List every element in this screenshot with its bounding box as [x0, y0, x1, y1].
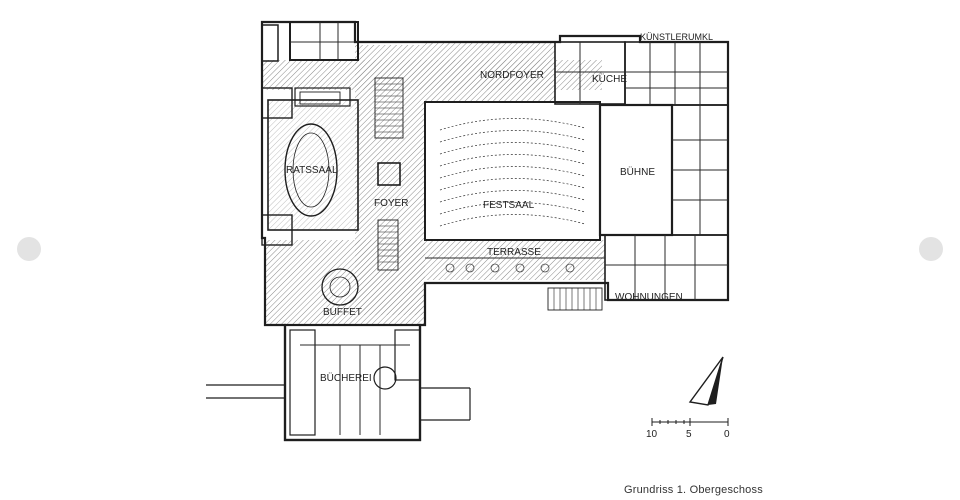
floor-plan: KÜNSTLERUMKL NORDFOYER KÜCHE RATSSAAL FO… [206, 20, 730, 442]
image-caption: Grundriss 1. Obergeschoss [624, 484, 763, 496]
library-spiral-stair [373, 366, 397, 390]
buffet-counter [321, 268, 359, 306]
room-label-foyer: FOYER [374, 198, 408, 209]
room-label-ratssaal: RATSSAAL [286, 165, 338, 176]
terrace-tables [445, 263, 575, 273]
next-image-button[interactable] [919, 237, 943, 261]
scale-tick-10: 10 [646, 429, 658, 440]
room-label-terrasse: TERRASSE [487, 247, 541, 258]
room-label-wohnungen: WOHNUNGEN [615, 292, 683, 303]
north-arrow-icon [688, 356, 724, 406]
room-label-festsaal: FESTSAAL [483, 200, 535, 211]
ratssaal-table [284, 123, 338, 217]
room-label-kueche: KÜCHE [592, 73, 627, 85]
stair-treads [375, 83, 597, 310]
entrance-bridges [206, 384, 471, 421]
scale-tick-0: 0 [724, 429, 730, 440]
scale-tick-5: 5 [686, 429, 692, 440]
room-label-buffet: BUFFET [323, 307, 362, 318]
interior-partitions [290, 22, 728, 435]
room-label-nordfoyer: NORDFOYER [480, 70, 544, 81]
room-label-kuenstlerumkl: KÜNSTLERUMKL [640, 32, 713, 42]
stairs [299, 77, 603, 311]
room-label-buehne: BÜHNE [620, 166, 655, 178]
foyer-column [377, 162, 401, 186]
previous-image-button[interactable] [17, 237, 41, 261]
festsaal-seating [439, 118, 586, 227]
scale-bar [651, 418, 729, 426]
room-label-buecherei: BÜCHEREI [320, 372, 372, 384]
